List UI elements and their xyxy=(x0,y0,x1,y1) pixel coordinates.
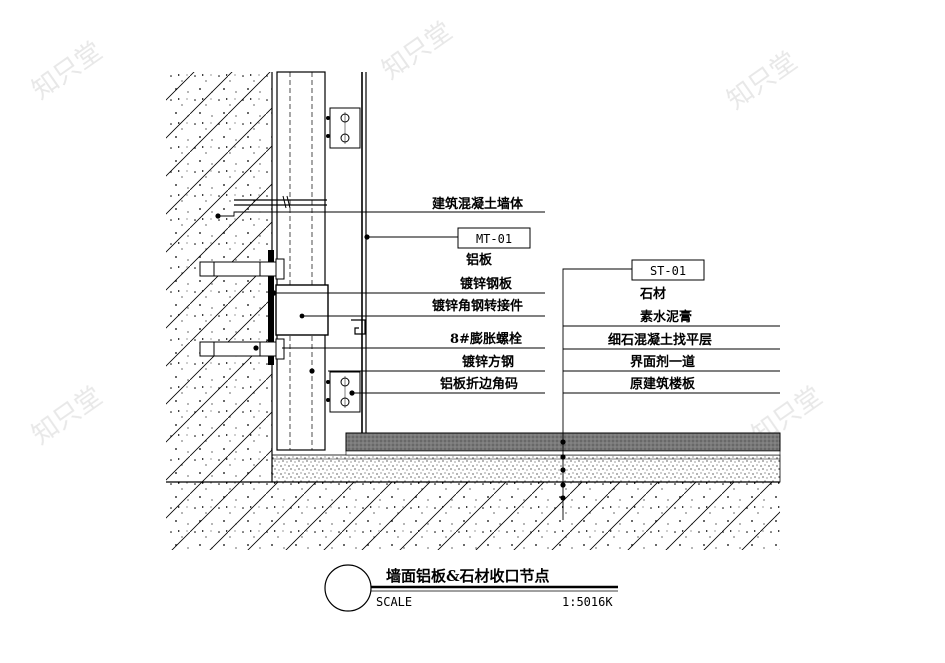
concrete-wall xyxy=(166,72,273,482)
label-original-floor-slab: 原建筑楼板 xyxy=(630,376,696,392)
label-stone: 石材 xyxy=(639,286,666,302)
watermark-text: 知只堂 xyxy=(27,381,108,450)
aluminum-corner-code-top xyxy=(326,107,361,149)
watermark-text: 知只堂 xyxy=(377,16,458,85)
mt-tag-box xyxy=(457,227,531,249)
leader-lines xyxy=(218,211,780,520)
galvanized-steel-plate xyxy=(268,250,274,365)
galvanized-square-steel xyxy=(276,71,326,451)
expansion-bolt-upper xyxy=(199,258,285,280)
floor-slab xyxy=(166,481,780,550)
label-aluminum-panel: 铝板 xyxy=(466,252,493,268)
label-fine-concrete-screed: 细石混凝土找平层 xyxy=(608,332,712,348)
st-tag: ST-01 xyxy=(650,264,686,278)
label-galv-angle-connector: 镀锌角钢转接件 xyxy=(432,298,523,314)
label-concrete-wall: 建筑混凝土墙体 xyxy=(432,196,524,212)
drawing-title: 墙面铝板&石材收口节点 xyxy=(386,567,550,585)
label-cement-paste: 素水泥膏 xyxy=(640,309,692,325)
expansion-bolt-lower xyxy=(199,338,285,360)
watermark-text: 知只堂 xyxy=(722,46,803,115)
galvanized-angle-connector xyxy=(275,284,329,336)
leader-dots xyxy=(215,213,566,501)
title-block: 墙面铝板&石材收口节点 SCALE 1:5016K xyxy=(324,564,618,612)
detail-index-circle xyxy=(324,564,372,612)
wall-anchor-top xyxy=(234,195,327,209)
scale-value: 1:5016K xyxy=(562,595,613,609)
fine-concrete-screed-layer xyxy=(271,454,781,483)
watermark-group: 知只堂 知只堂 知只堂 知只堂 知只堂 xyxy=(27,16,828,450)
st-tag-box xyxy=(631,259,705,281)
label-galv-steel-plate: 镀锌钢板 xyxy=(460,276,513,292)
scale-label: SCALE xyxy=(376,595,412,609)
aluminum-panel xyxy=(351,72,367,433)
label-interface-agent: 界面剂一道 xyxy=(630,354,695,370)
mt-tag: MT-01 xyxy=(476,232,512,246)
aluminum-corner-code-bottom xyxy=(326,371,361,413)
label-expansion-bolt: 8#膨胀螺栓 xyxy=(450,331,522,347)
watermark-text: 知只堂 xyxy=(27,36,108,105)
label-galv-square-steel: 镀锌方钢 xyxy=(462,354,514,370)
label-aluminum-corner-code: 铝板折边角码 xyxy=(440,376,518,392)
